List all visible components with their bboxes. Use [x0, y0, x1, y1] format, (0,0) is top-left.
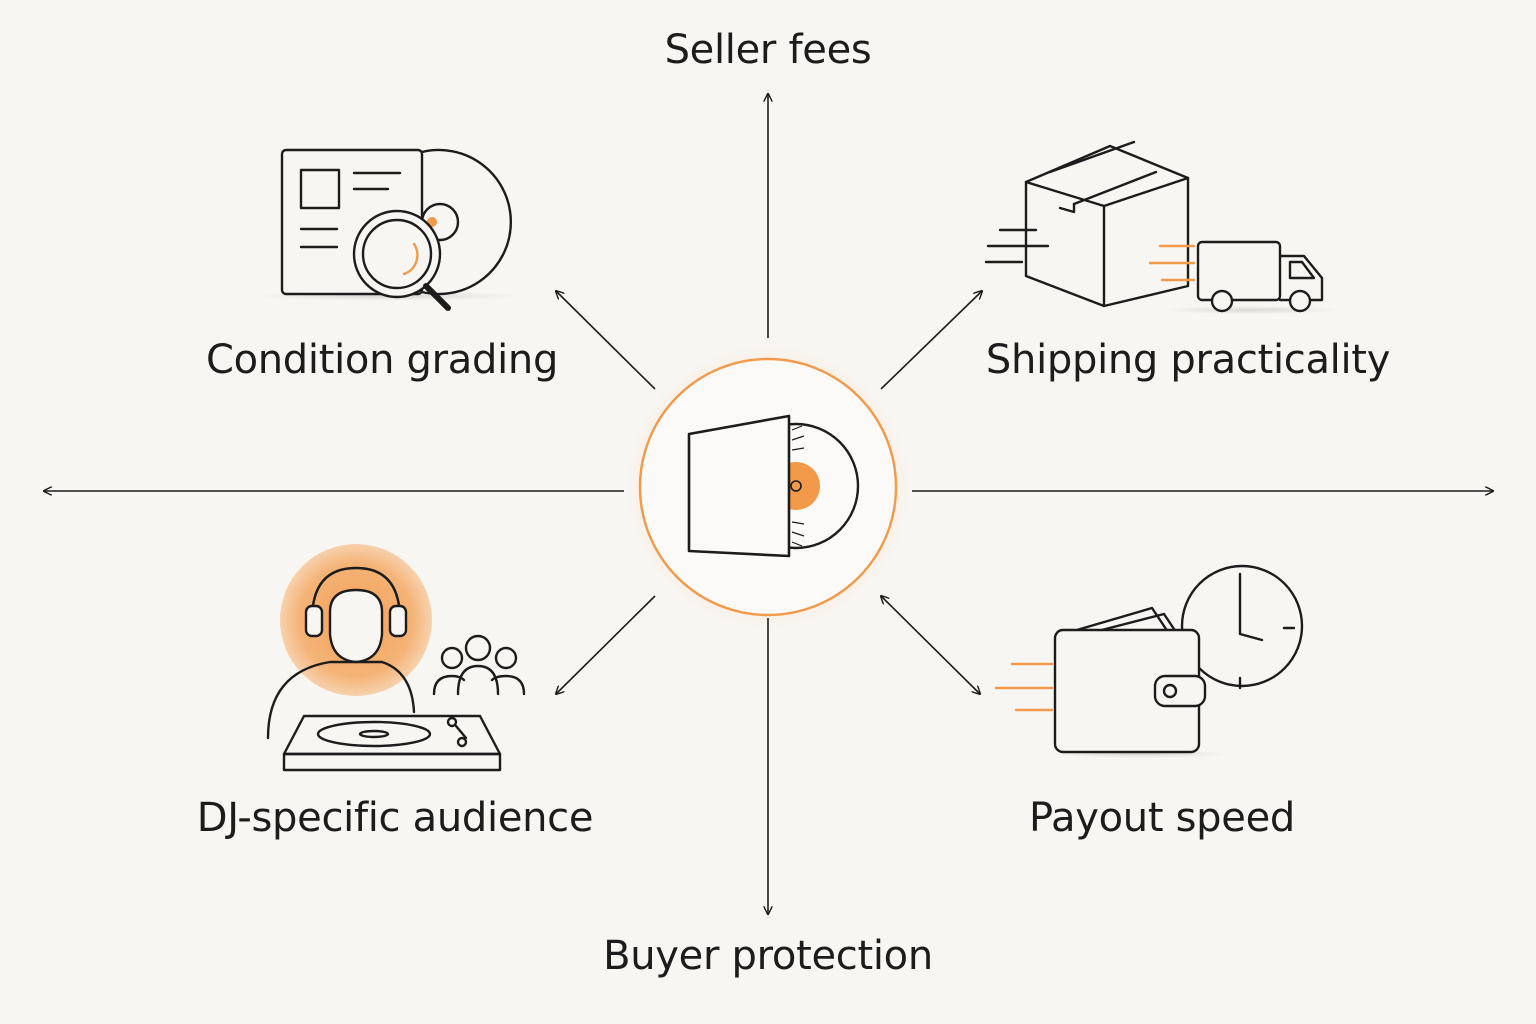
label-payout-speed: Payout speed: [1029, 795, 1295, 841]
grading-document-magnifier-icon: [255, 148, 525, 311]
label-seller-fees: Seller fees: [664, 27, 872, 73]
label-dj-specific-audience: DJ-specific audience: [196, 795, 594, 841]
axis-diagonals: [556, 291, 982, 694]
vinyl-record-sleeve-icon: [626, 345, 910, 629]
label-shipping-practicality: Shipping practicality: [985, 337, 1391, 383]
dj-turntable-audience-icon: [266, 544, 526, 772]
wallet-clock-icon: [994, 564, 1304, 758]
label-condition-grading: Condition grading: [205, 337, 559, 383]
package-truck-icon: [984, 140, 1340, 314]
label-buyer-protection: Buyer protection: [603, 933, 933, 979]
